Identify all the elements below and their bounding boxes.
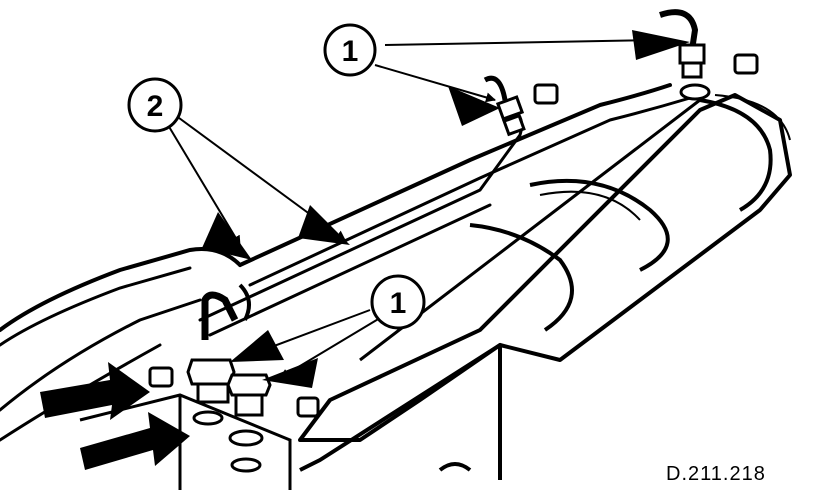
callout-2: 2 — [127, 77, 183, 133]
callout-2-label: 2 — [147, 90, 164, 123]
callout-1-top: 1 — [323, 23, 377, 77]
reference-code: D.211.218 — [666, 463, 766, 485]
injector-fitting-top-middle — [483, 75, 526, 137]
bolts — [148, 53, 759, 418]
callout-1-middle: 1 — [370, 274, 426, 330]
injector-fitting-lower — [186, 283, 272, 473]
injector-fitting-top-right — [659, 9, 711, 101]
bold-arrows — [40, 362, 190, 470]
callout-arrowheads — [202, 30, 690, 388]
callout-1-middle-label: 1 — [390, 287, 407, 320]
callout-1-top-label: 1 — [342, 35, 359, 68]
main-cylinder — [298, 93, 792, 480]
